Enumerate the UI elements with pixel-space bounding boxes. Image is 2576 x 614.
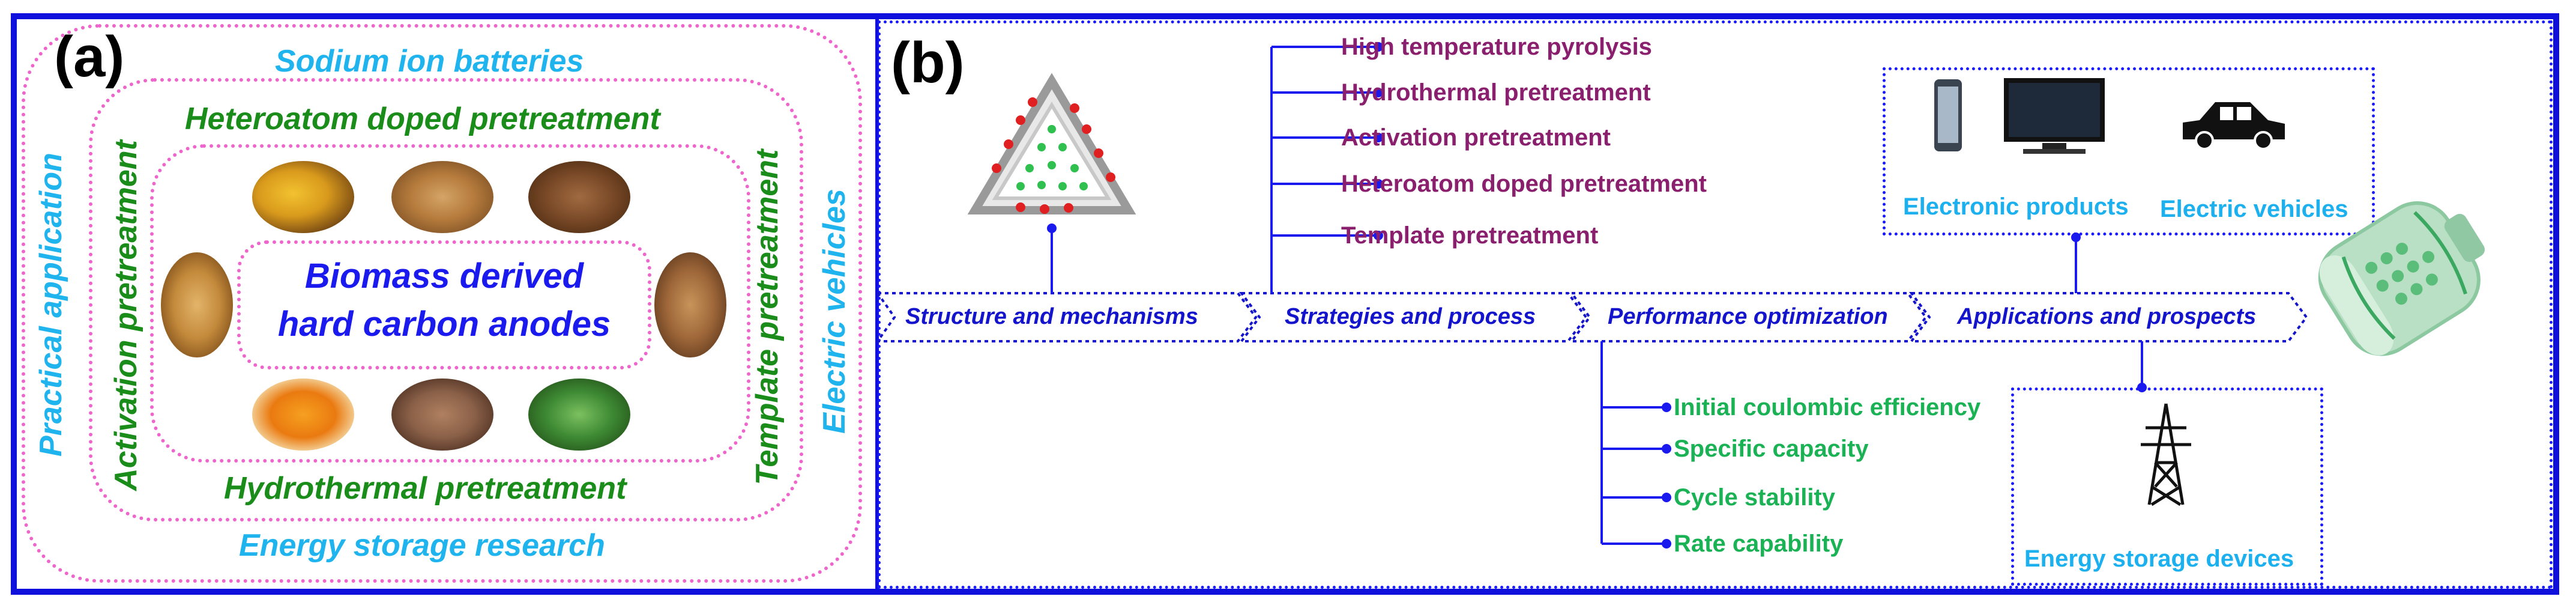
outer-frame bbox=[11, 13, 2559, 595]
biomass-image-orange-peel bbox=[252, 378, 354, 451]
panel-b-dotted-border bbox=[878, 20, 2553, 589]
outer-top-text: Sodium ion batteries bbox=[275, 44, 584, 79]
biomass-image-banana-peel bbox=[252, 161, 354, 233]
biomass-image-nut-shell bbox=[391, 161, 493, 233]
electronic-products-label: Electronic products bbox=[1903, 193, 2129, 220]
flow-applications-prospects: Applications and prospects bbox=[1957, 304, 2257, 329]
applications-box bbox=[1883, 67, 2375, 236]
panel-divider bbox=[875, 19, 879, 589]
energy-storage-devices-label: Energy storage devices bbox=[2024, 546, 2294, 572]
center-title-line2: hard carbon anodes bbox=[277, 305, 611, 344]
flow-chevron-2 bbox=[1239, 292, 1588, 342]
power-tower-icon bbox=[2141, 403, 2191, 506]
smartphone-icon bbox=[1934, 79, 1962, 151]
performance-item: Cycle stability bbox=[1674, 484, 1836, 511]
biomass-image-bark bbox=[391, 378, 493, 451]
flow-performance-optimization: Performance optimization bbox=[1608, 304, 1888, 329]
strategy-item: Activation pretreatment bbox=[1341, 124, 1611, 151]
electric-vehicles-label: Electric vehicles bbox=[2160, 196, 2348, 222]
middle-dotted-box bbox=[89, 78, 803, 521]
inner-dotted-box bbox=[150, 144, 750, 463]
outer-dotted-box bbox=[22, 24, 862, 583]
flow-chevron-1 bbox=[875, 292, 1258, 342]
strategy-item: Template pretreatment bbox=[1341, 222, 1599, 249]
panel-b-label: (b) bbox=[891, 31, 965, 95]
biomass-image-seeds bbox=[528, 161, 630, 233]
biomass-image-pellets bbox=[654, 252, 726, 357]
center-title-line1: Biomass derived bbox=[304, 257, 584, 296]
strategy-item: Hydrothermal pretreatment bbox=[1341, 79, 1651, 106]
flow-chevron-4 bbox=[1909, 292, 2308, 342]
flow-chevron-3 bbox=[1569, 292, 1928, 342]
center-dotted-box bbox=[237, 240, 651, 369]
performance-item: Rate capability bbox=[1674, 530, 1844, 557]
car-icon bbox=[2183, 102, 2285, 150]
battery-icon bbox=[2318, 201, 2485, 356]
strategy-item: High temperature pyrolysis bbox=[1341, 34, 1652, 60]
energy-storage-box bbox=[2011, 388, 2323, 586]
biomass-image-bamboo bbox=[528, 378, 630, 451]
hard-carbon-structure-icon bbox=[967, 73, 1136, 214]
flow-strategies-process: Strategies and process bbox=[1285, 304, 1536, 329]
middle-top-text: Heteroatom doped pretreatment bbox=[185, 102, 660, 136]
outer-bottom-text: Energy storage research bbox=[239, 528, 605, 563]
performance-item: Initial coulombic efficiency bbox=[1674, 394, 1981, 421]
middle-bottom-text: Hydrothermal pretreatment bbox=[224, 471, 627, 506]
television-icon bbox=[2004, 78, 2105, 154]
flow-structure-mechanisms: Structure and mechanisms bbox=[905, 304, 1198, 329]
performance-item: Specific capacity bbox=[1674, 436, 1869, 462]
biomass-image-straw bbox=[161, 252, 233, 357]
strategy-item: Heteroatom doped pretreatment bbox=[1341, 171, 1707, 197]
